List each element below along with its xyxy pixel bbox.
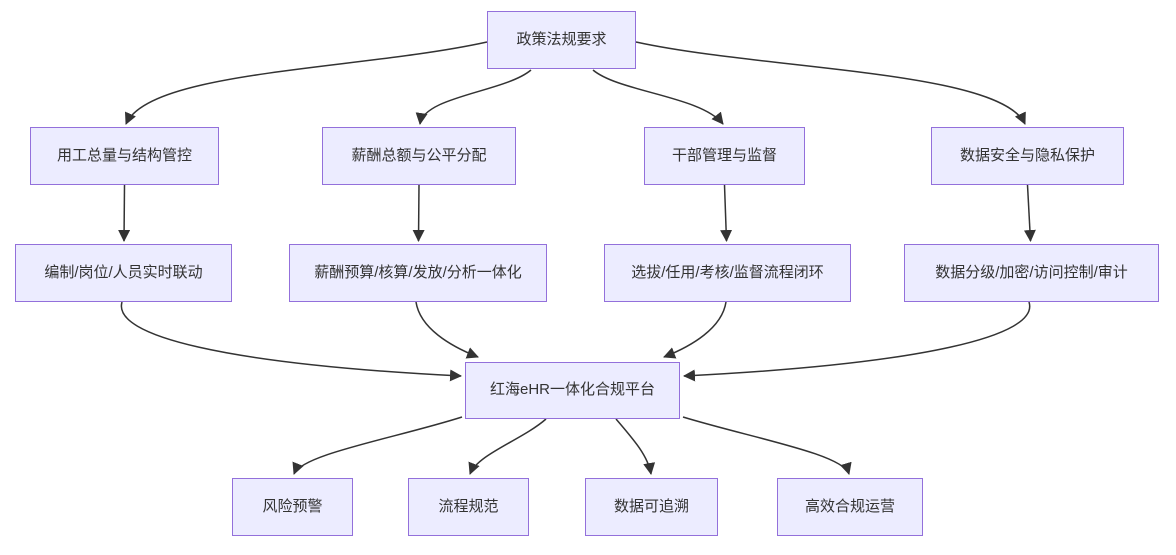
node-process: 流程规范: [408, 478, 529, 536]
node-workforce: 用工总量与结构管控: [30, 127, 219, 185]
edge-cadre-cadre_detail: [720, 184, 733, 242]
node-cadre: 干部管理与监督: [644, 127, 805, 185]
edge-policy-workforce: [125, 41, 488, 125]
node-salary: 薪酬总额与公平分配: [322, 127, 516, 185]
node-cadre_detail: 选拔/任用/考核/监督流程闭环: [604, 244, 851, 302]
edge-platform-process: [468, 418, 547, 475]
edge-policy-cadre: [592, 69, 724, 125]
edge-policy-datasec: [635, 41, 1026, 125]
edge-salary-salary_detail: [412, 184, 425, 242]
edge-datasec-datasec_detail: [1023, 184, 1036, 242]
node-datasec: 数据安全与隐私保护: [931, 127, 1124, 185]
node-datasec_detail: 数据分级/加密/访问控制/审计: [904, 244, 1159, 302]
node-platform: 红海eHR一体化合规平台: [465, 362, 680, 419]
edge-cadre_detail-platform: [663, 301, 727, 359]
node-trace: 数据可追溯: [585, 478, 718, 536]
node-policy: 政策法规要求: [487, 11, 636, 69]
edge-datasec_detail-platform: [683, 301, 1031, 382]
edge-salary_detail-platform: [415, 301, 479, 359]
edge-platform-trace: [615, 418, 656, 475]
edge-platform-ops: [682, 416, 852, 475]
edge-policy-salary: [415, 69, 532, 125]
node-workforce_detail: 编制/岗位/人员实时联动: [15, 244, 232, 302]
node-risk: 风险预警: [232, 478, 353, 536]
node-ops: 高效合规运营: [777, 478, 923, 536]
node-salary_detail: 薪酬预算/核算/发放/分析一体化: [289, 244, 547, 302]
edge-workforce-workforce_detail: [118, 184, 131, 242]
edge-workforce_detail-platform: [120, 301, 462, 382]
edge-platform-risk: [292, 416, 463, 475]
